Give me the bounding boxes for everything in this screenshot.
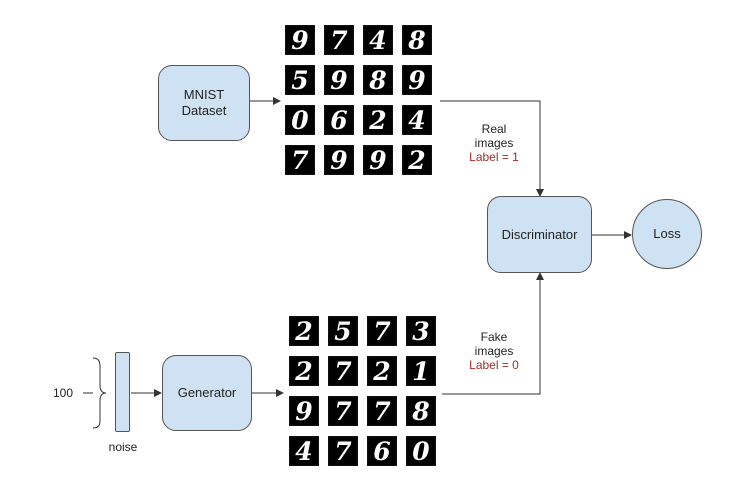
noise-vector xyxy=(115,352,130,432)
fake-digit-tile: 4 xyxy=(289,436,319,466)
real-digit-tile: 9 xyxy=(402,65,432,95)
real-digit-tile: 7 xyxy=(324,25,354,55)
real-digit-tile: 9 xyxy=(324,65,354,95)
mnist-label-line2: Dataset xyxy=(181,103,227,118)
real-digit-tile: 9 xyxy=(285,25,315,55)
real-line1: Real xyxy=(481,122,507,136)
discriminator-label: Discriminator xyxy=(501,226,578,242)
mnist-dataset-node: MNIST Dataset xyxy=(158,65,250,141)
fake-line1: Fake xyxy=(480,330,508,344)
real-digit-tile: 2 xyxy=(402,145,432,175)
fake-digit-tile: 2 xyxy=(289,316,319,346)
arrow-real-to-discriminator xyxy=(440,100,544,197)
real-digit-tile: 9 xyxy=(324,145,354,175)
fake-label-value: Label = 0 xyxy=(469,358,519,372)
fake-digit-tile: 7 xyxy=(367,316,397,346)
real-line2: images xyxy=(474,136,514,150)
loss-label: Loss xyxy=(653,226,681,241)
fake-digit-tile: 7 xyxy=(367,396,397,426)
fake-digit-tile: 6 xyxy=(367,436,397,466)
loss-node: Loss xyxy=(632,199,702,269)
real-digit-tile: 0 xyxy=(285,105,315,135)
fake-digit-tile: 2 xyxy=(289,356,319,386)
fake-digit-tile: 7 xyxy=(328,436,358,466)
real-digit-tile: 9 xyxy=(363,145,393,175)
discriminator-node: Discriminator xyxy=(487,196,592,273)
real-digit-tile: 8 xyxy=(363,65,393,95)
noise-size-label: 100 xyxy=(52,386,74,400)
fake-digit-tile: 8 xyxy=(406,396,436,426)
fake-digit-tile: 7 xyxy=(328,396,358,426)
noise-brace xyxy=(92,357,107,429)
fake-images-label: Fake images Label = 0 xyxy=(455,330,533,372)
real-digit-tile: 2 xyxy=(363,105,393,135)
generator-node: Generator xyxy=(162,355,252,431)
real-digit-tile: 4 xyxy=(402,105,432,135)
real-label-value: Label = 1 xyxy=(469,150,519,164)
arrow-fake-to-discriminator xyxy=(442,272,544,395)
real-images-label: Real images Label = 1 xyxy=(455,122,533,164)
fake-digit-tile: 7 xyxy=(328,356,358,386)
fake-digit-tile: 2 xyxy=(367,356,397,386)
fake-line2: images xyxy=(474,344,514,358)
real-digit-tile: 8 xyxy=(402,25,432,55)
real-digit-tile: 4 xyxy=(363,25,393,55)
fake-digit-tile: 3 xyxy=(406,316,436,346)
fake-digit-tile: 9 xyxy=(289,396,319,426)
fake-digit-tile: 5 xyxy=(328,316,358,346)
fake-digit-tile: 0 xyxy=(406,436,436,466)
fake-digit-tile: 1 xyxy=(406,356,436,386)
real-digit-tile: 5 xyxy=(285,65,315,95)
generator-label: Generator xyxy=(177,385,237,400)
real-digit-tile: 6 xyxy=(324,105,354,135)
mnist-label-line1: MNIST xyxy=(183,87,225,102)
noise-label: noise xyxy=(108,440,138,454)
real-digit-tile: 7 xyxy=(285,145,315,175)
